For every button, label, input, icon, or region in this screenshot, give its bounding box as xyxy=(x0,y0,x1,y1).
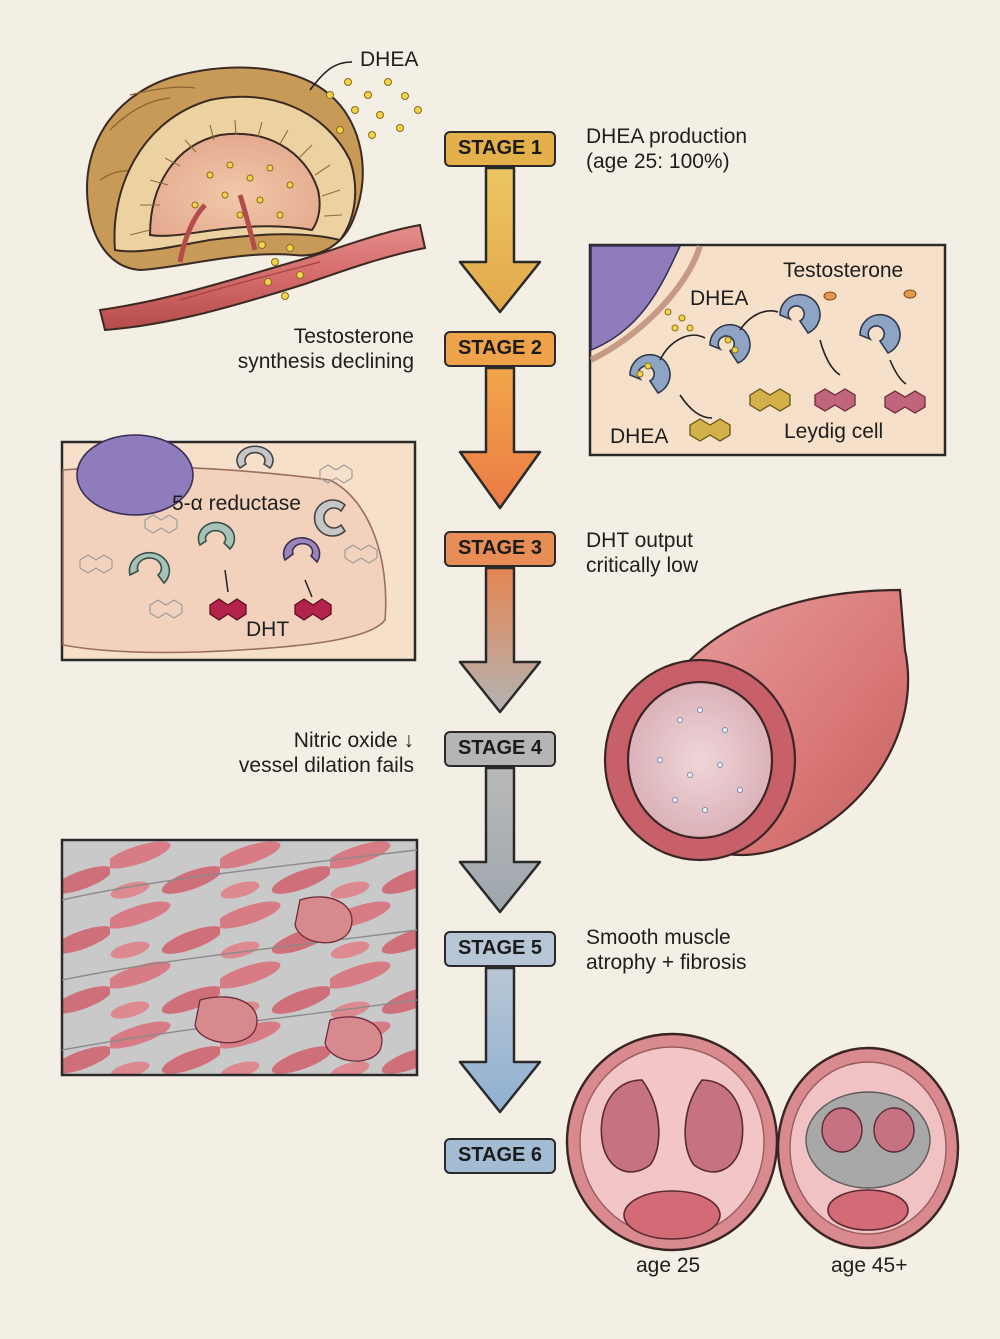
arrow-2-3 xyxy=(458,366,542,510)
dhea-particles xyxy=(191,78,422,300)
stage-1-note: DHEA production (age 25: 100%) xyxy=(586,124,747,174)
stage-3-box: STAGE 3 xyxy=(444,531,556,567)
age-45-label: age 45+ xyxy=(831,1254,908,1277)
adrenal-gland-illustration xyxy=(86,66,427,332)
stage-3-note-line-2: critically low xyxy=(586,554,699,577)
age-25-label: age 25 xyxy=(636,1254,701,1277)
vessel-cross-section xyxy=(603,588,910,862)
arrow-4-5 xyxy=(458,766,542,914)
stage-1-note-line-1: DHEA production xyxy=(586,125,748,148)
stage-5-box: STAGE 5 xyxy=(444,931,556,967)
fibrosis-tissue-panel xyxy=(60,838,419,1077)
stage-4-box: STAGE 4 xyxy=(444,731,556,767)
arrow-5-6 xyxy=(458,966,542,1114)
stage-2-note-line-1: Testosterone xyxy=(293,325,414,348)
stage-1-note-line-2: (age 25: 100%) xyxy=(586,150,730,173)
stage-6-box: STAGE 6 xyxy=(444,1138,556,1174)
stage-1-box: STAGE 1 xyxy=(444,131,556,167)
adrenal-dhea-label: DHEA xyxy=(360,48,419,71)
dhea-pointer-line xyxy=(309,61,353,91)
vessel-lumen xyxy=(626,680,774,840)
stage-arrows xyxy=(458,166,542,1114)
arrow-1-2 xyxy=(458,166,542,314)
leydig-cell-label: Leydig cell xyxy=(784,420,884,443)
stage-4-note-line-1: Nitric oxide ↓ xyxy=(293,729,414,752)
stage-2-note: Testosterone synthesis declining xyxy=(238,324,414,374)
stage-3-note-line-1: DHT output xyxy=(586,529,693,552)
stage-2-note-line-2: synthesis declining xyxy=(237,350,414,373)
cross-section-age-25 xyxy=(565,1032,779,1252)
stage-3-note: DHT output critically low xyxy=(586,528,698,578)
leydig-dhea-bottom-label: DHEA xyxy=(610,425,669,448)
stage-4-note-line-2: vessel dilation fails xyxy=(238,754,414,777)
stage-5-note: Smooth muscle atrophy + fibrosis xyxy=(586,925,747,975)
reductase-panel xyxy=(60,434,417,662)
leydig-cell-panel xyxy=(588,243,947,457)
leydig-dhea-top-label: DHEA xyxy=(690,287,749,310)
reductase-label: 5-α reductase xyxy=(172,492,301,515)
stage-5-note-line-1: Smooth muscle xyxy=(586,926,731,949)
stage-5-note-line-2: atrophy + fibrosis xyxy=(586,951,747,974)
arrow-3-4 xyxy=(458,566,542,714)
cross-section-age-45 xyxy=(776,1046,960,1250)
leydig-testosterone-label: Testosterone xyxy=(783,259,904,282)
stage-2-box: STAGE 2 xyxy=(444,331,556,367)
dht-label: DHT xyxy=(246,618,290,641)
stage-4-note: Nitric oxide ↓ vessel dilation fails xyxy=(239,728,414,778)
